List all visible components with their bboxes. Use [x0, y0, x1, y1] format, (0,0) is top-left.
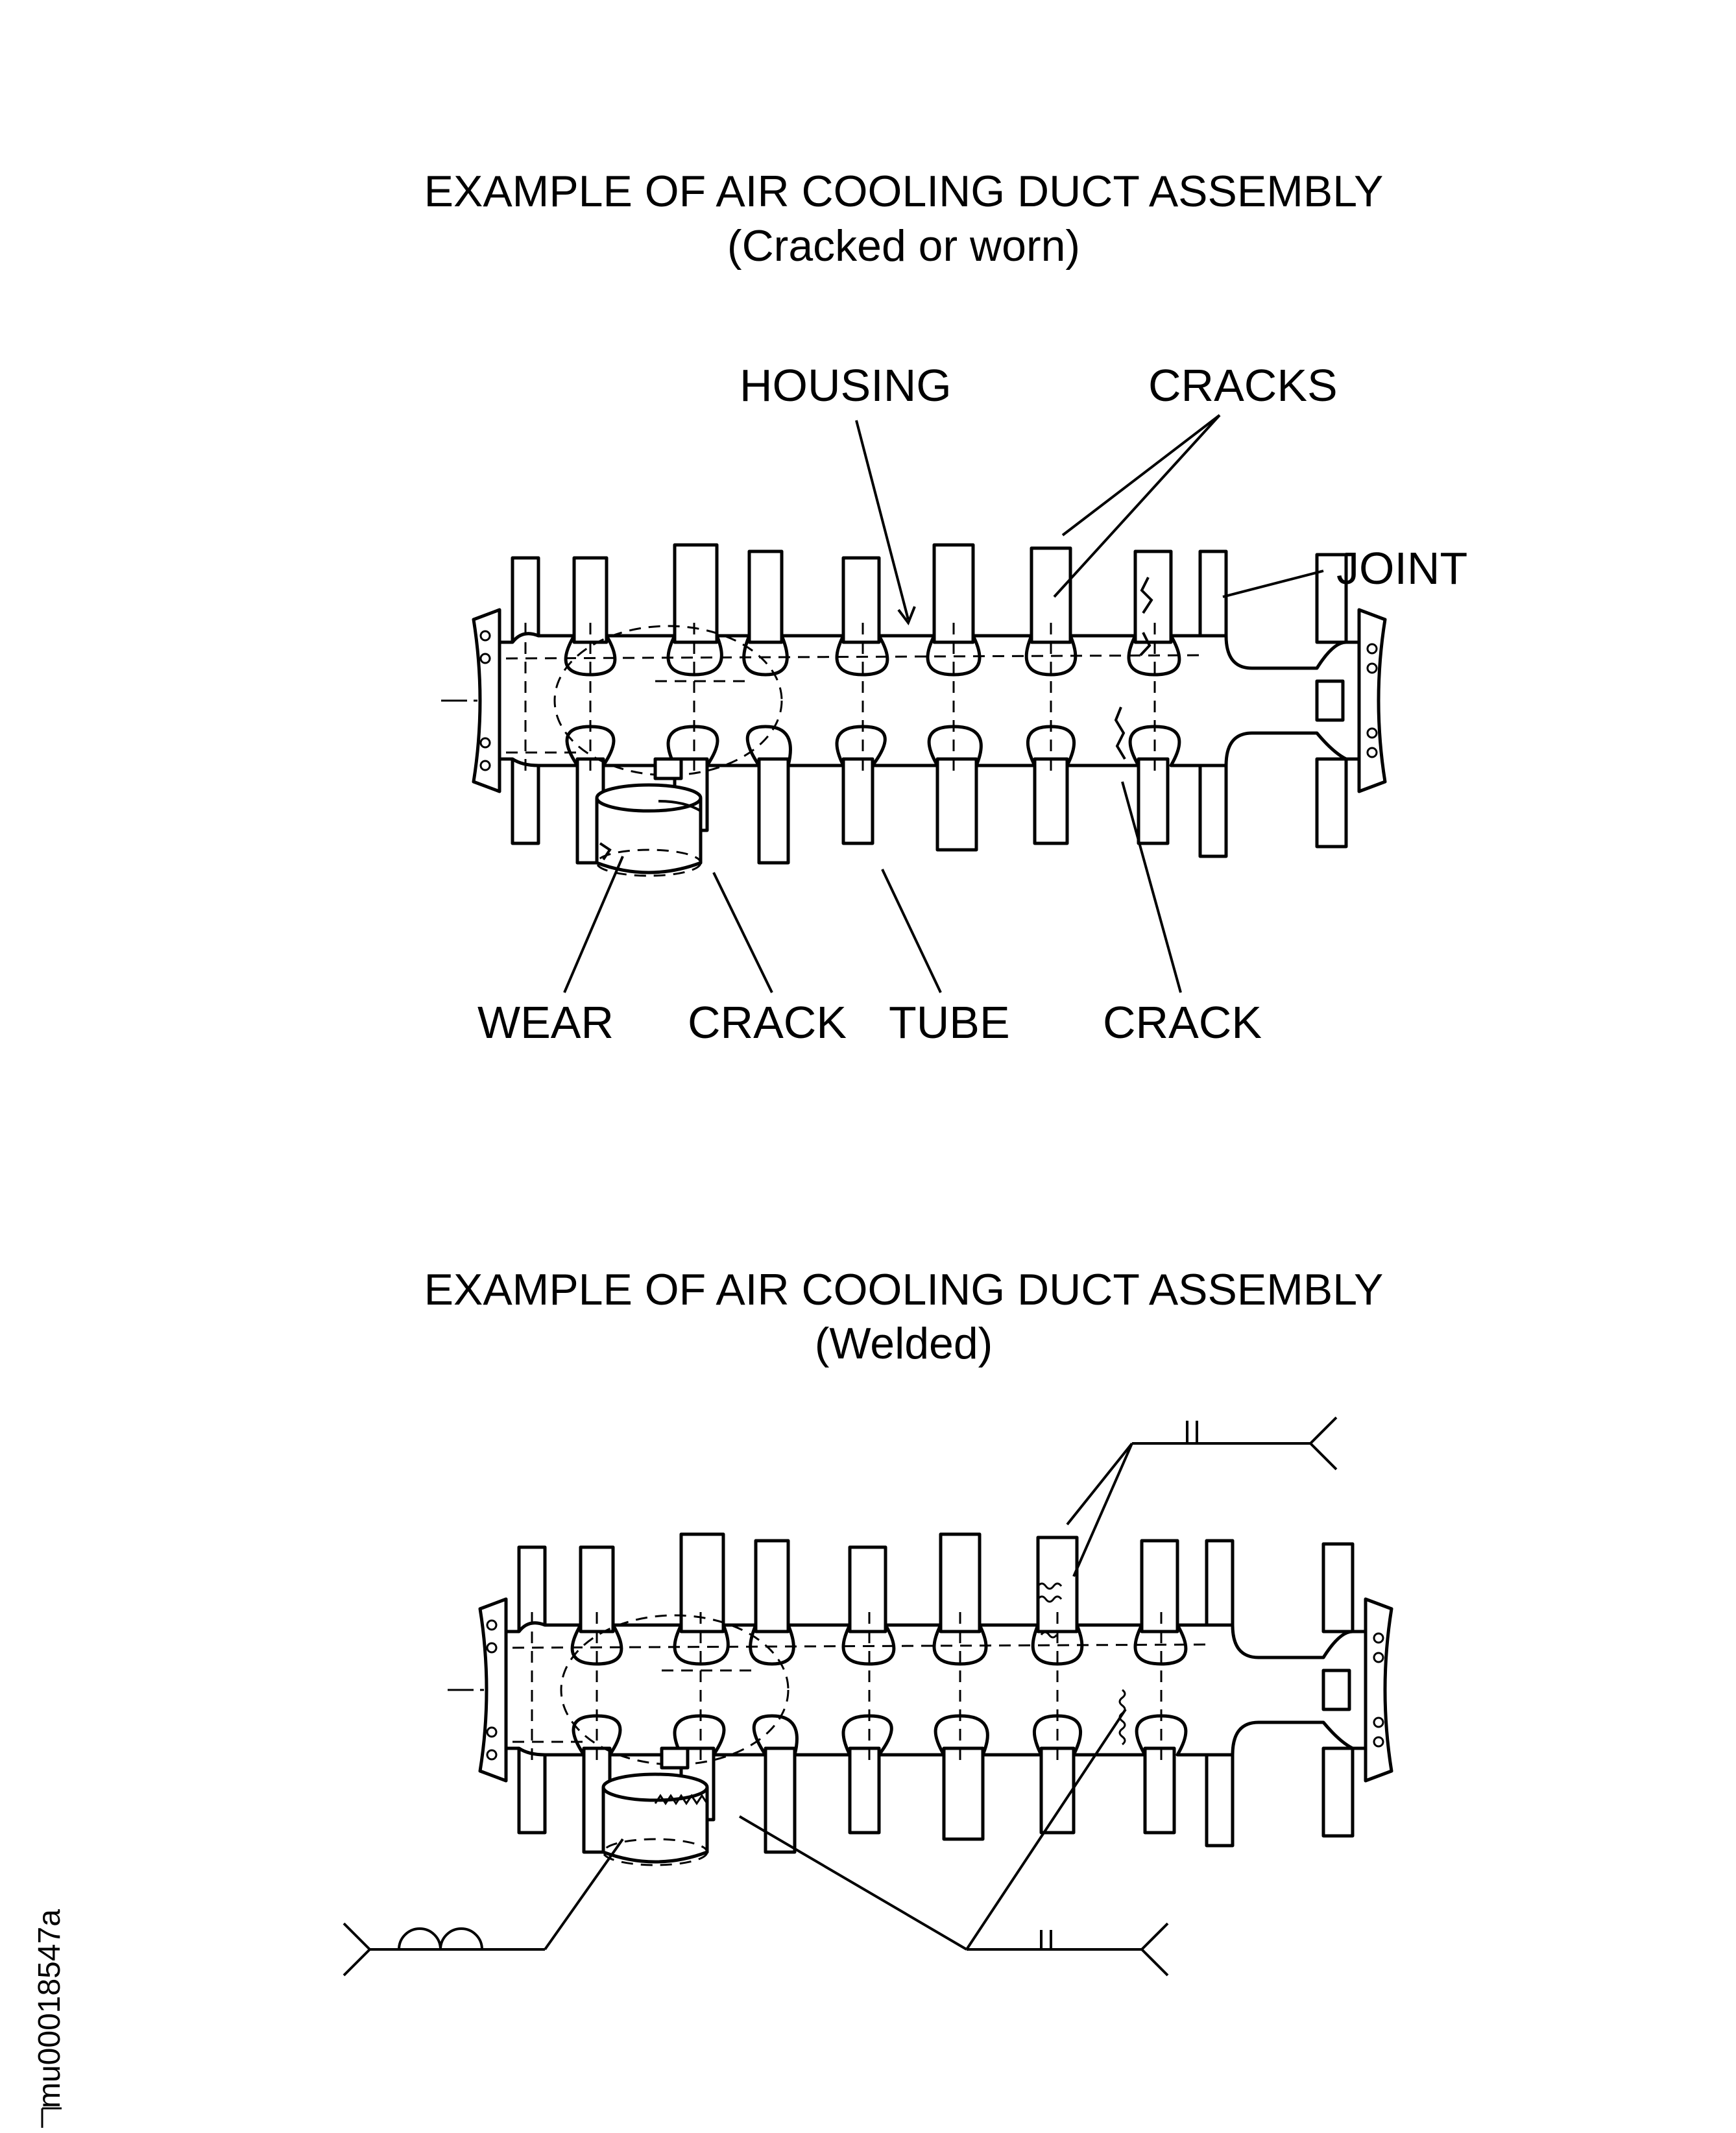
cracks-label: CRACKS	[1148, 360, 1338, 411]
crack-label-left: CRACK	[688, 997, 847, 1048]
crack-label-right: CRACK	[1103, 997, 1262, 1048]
weld-symbol-bottom-left	[343, 1838, 624, 1977]
weld-symbol-bottom-right	[738, 1708, 1169, 1977]
top-figure-title: EXAMPLE OF AIR COOLING DUCT ASSEMBLY	[424, 167, 1384, 216]
bottom-figure-subtitle: (Welded)	[815, 1319, 993, 1368]
weld-symbol-top	[1066, 1416, 1338, 1577]
housing-label: HOUSING	[740, 360, 952, 411]
top-leader-lines	[563, 414, 1324, 993]
welded-duct-drawing	[448, 1534, 1392, 1865]
tube-label: TUBE	[889, 997, 1010, 1048]
figure-code: mu00018547a	[32, 1909, 67, 2128]
wear-label: WEAR	[477, 997, 614, 1048]
figure-code-text: mu00018547a	[32, 1909, 67, 2108]
bottom-figure-title: EXAMPLE OF AIR COOLING DUCT ASSEMBLY	[424, 1265, 1384, 1314]
cracked-duct-drawing	[441, 545, 1385, 876]
top-figure-subtitle: (Cracked or worn)	[727, 221, 1080, 271]
joint-label: JOINT	[1336, 543, 1467, 594]
